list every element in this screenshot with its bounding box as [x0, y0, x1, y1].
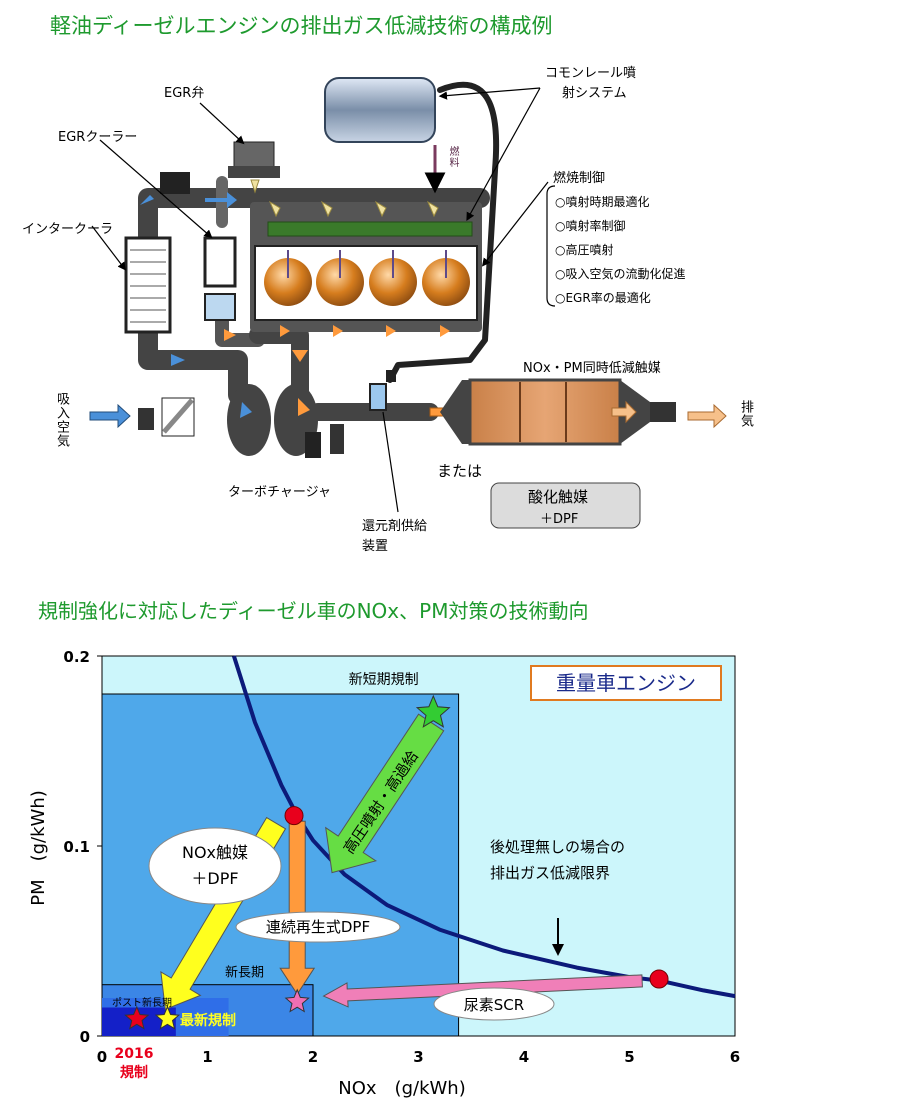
alt-catalyst-line1: 酸化触媒: [528, 488, 589, 506]
label-new-short-term: 新短期規制: [349, 672, 419, 688]
label-2016-2: 規制: [120, 1064, 148, 1081]
label-post-new-long-term: ポスト新長期: [112, 996, 172, 1009]
turbo-compressor: [227, 384, 271, 456]
combustion-item: ○噴射時期最適化: [555, 195, 650, 209]
injectors: [287, 250, 447, 278]
egr-flow-arrows: [250, 179, 439, 218]
nox-pm-chart: 連続再生式DPF尿素SCRNOx触媒＋DPF高圧噴射・高過給新短期規制新長期ポス…: [28, 648, 740, 1099]
exhaust-flow-arrows: [224, 325, 450, 362]
label-new-long-term: 新長期: [225, 965, 264, 981]
intercooler-label: インタークーラ: [22, 222, 114, 237]
combustion-item: ○吸入空気の流動化促進: [555, 267, 686, 281]
marker-star: [415, 694, 451, 728]
x-tick-label: 2: [308, 1048, 318, 1066]
engine-diagram: [89, 77, 727, 529]
combustion-bracket: [546, 185, 556, 307]
alt-catalyst-line2: ＋DPF: [540, 512, 579, 527]
common-rail-pump: [324, 77, 436, 143]
egr-valve-label: EGR弁: [164, 86, 205, 101]
intake-label: 吸入空気: [54, 392, 69, 448]
marker-circle: [284, 806, 304, 826]
y-axis-label: PM (g/kWh): [28, 790, 49, 906]
fuel-label: 燃料: [447, 146, 458, 168]
label-urea-scr: 尿素SCR: [464, 996, 524, 1014]
egr-valve: [233, 141, 275, 169]
intercooler: [124, 236, 172, 334]
common-rail-label-2: 射システム: [562, 86, 627, 101]
engine-badge-box: [530, 665, 722, 701]
alt-catalyst-box: [490, 482, 641, 529]
label-nox-catalyst-1: NOx触媒: [182, 843, 248, 862]
x-tick-label: 3: [413, 1048, 423, 1066]
label-latest: 最新規制: [180, 1012, 236, 1029]
x-axis-label: NOx (g/kWh): [338, 1078, 465, 1099]
engine-badge-label: 重量車エンジン: [556, 671, 696, 695]
x-tick-label: 6: [730, 1048, 740, 1066]
egr-cooler-label: EGRクーラー: [58, 130, 138, 145]
catalyst-label: NOx・PM同時低減触媒: [523, 361, 661, 376]
combustion-item: ○高圧噴射: [555, 243, 614, 257]
reductant-injector: [369, 383, 387, 411]
x-tick-label: 5: [624, 1048, 634, 1066]
x-tick-label: 0: [97, 1048, 107, 1066]
bubble-urea-scr: [433, 987, 555, 1021]
bubble-continuous-dpf: [235, 911, 401, 943]
intake-arrow: [89, 403, 131, 429]
arrow-high-pressure: [325, 713, 445, 874]
reductant-label-2: 装置: [362, 539, 389, 554]
turbocharger-label: ターボチャージャ: [228, 485, 331, 500]
or-label: または: [437, 462, 483, 480]
marker-star: [124, 1005, 150, 1030]
label-limit-2: 排出ガス低減限界: [490, 864, 610, 882]
arrow-continuous-dpf: [279, 820, 316, 996]
bubble-nox-catalyst: [148, 827, 282, 905]
x-tick-label: 1: [202, 1048, 212, 1066]
label-nox-catalyst-2: ＋DPF: [191, 869, 238, 888]
diagram-title: 軽油ディーゼルエンジンの排出ガス低減技術の構成例: [50, 14, 553, 38]
y-tick-label: 0.2: [63, 648, 90, 666]
egr-cooler: [203, 236, 237, 288]
catalyst: [468, 378, 622, 446]
marker-star: [154, 1005, 181, 1030]
chart-title: 規制強化に対応したディーゼル車のNOx、PM対策の技術動向: [38, 599, 589, 623]
y-tick-label: 0: [80, 1028, 90, 1046]
pistons: [264, 258, 470, 306]
label-continuous-dpf: 連続再生式DPF: [266, 918, 370, 936]
label-2016-1: 2016: [115, 1046, 154, 1062]
y-tick-label: 0.1: [63, 838, 90, 856]
x-tick-label: 4: [519, 1048, 529, 1066]
exhaust-arrow: [687, 403, 727, 429]
label-limit-1: 後処理無しの場合の: [490, 838, 625, 856]
common-rail: [267, 221, 473, 237]
marker-star: [284, 988, 310, 1013]
combustion-item: ○EGR率の最適化: [555, 291, 651, 305]
common-rail-label-1: コモンレール噴: [545, 66, 637, 81]
limit-pointer-head: [552, 944, 564, 956]
exhaust-label: 排気: [738, 400, 753, 428]
marker-circle: [649, 969, 669, 989]
combustion-heading: 燃焼制御: [553, 171, 606, 186]
leader-lines: [91, 87, 549, 271]
combustion-item: ○噴射率制御: [555, 219, 626, 233]
reductant-label-1: 還元剤供給: [362, 519, 428, 534]
